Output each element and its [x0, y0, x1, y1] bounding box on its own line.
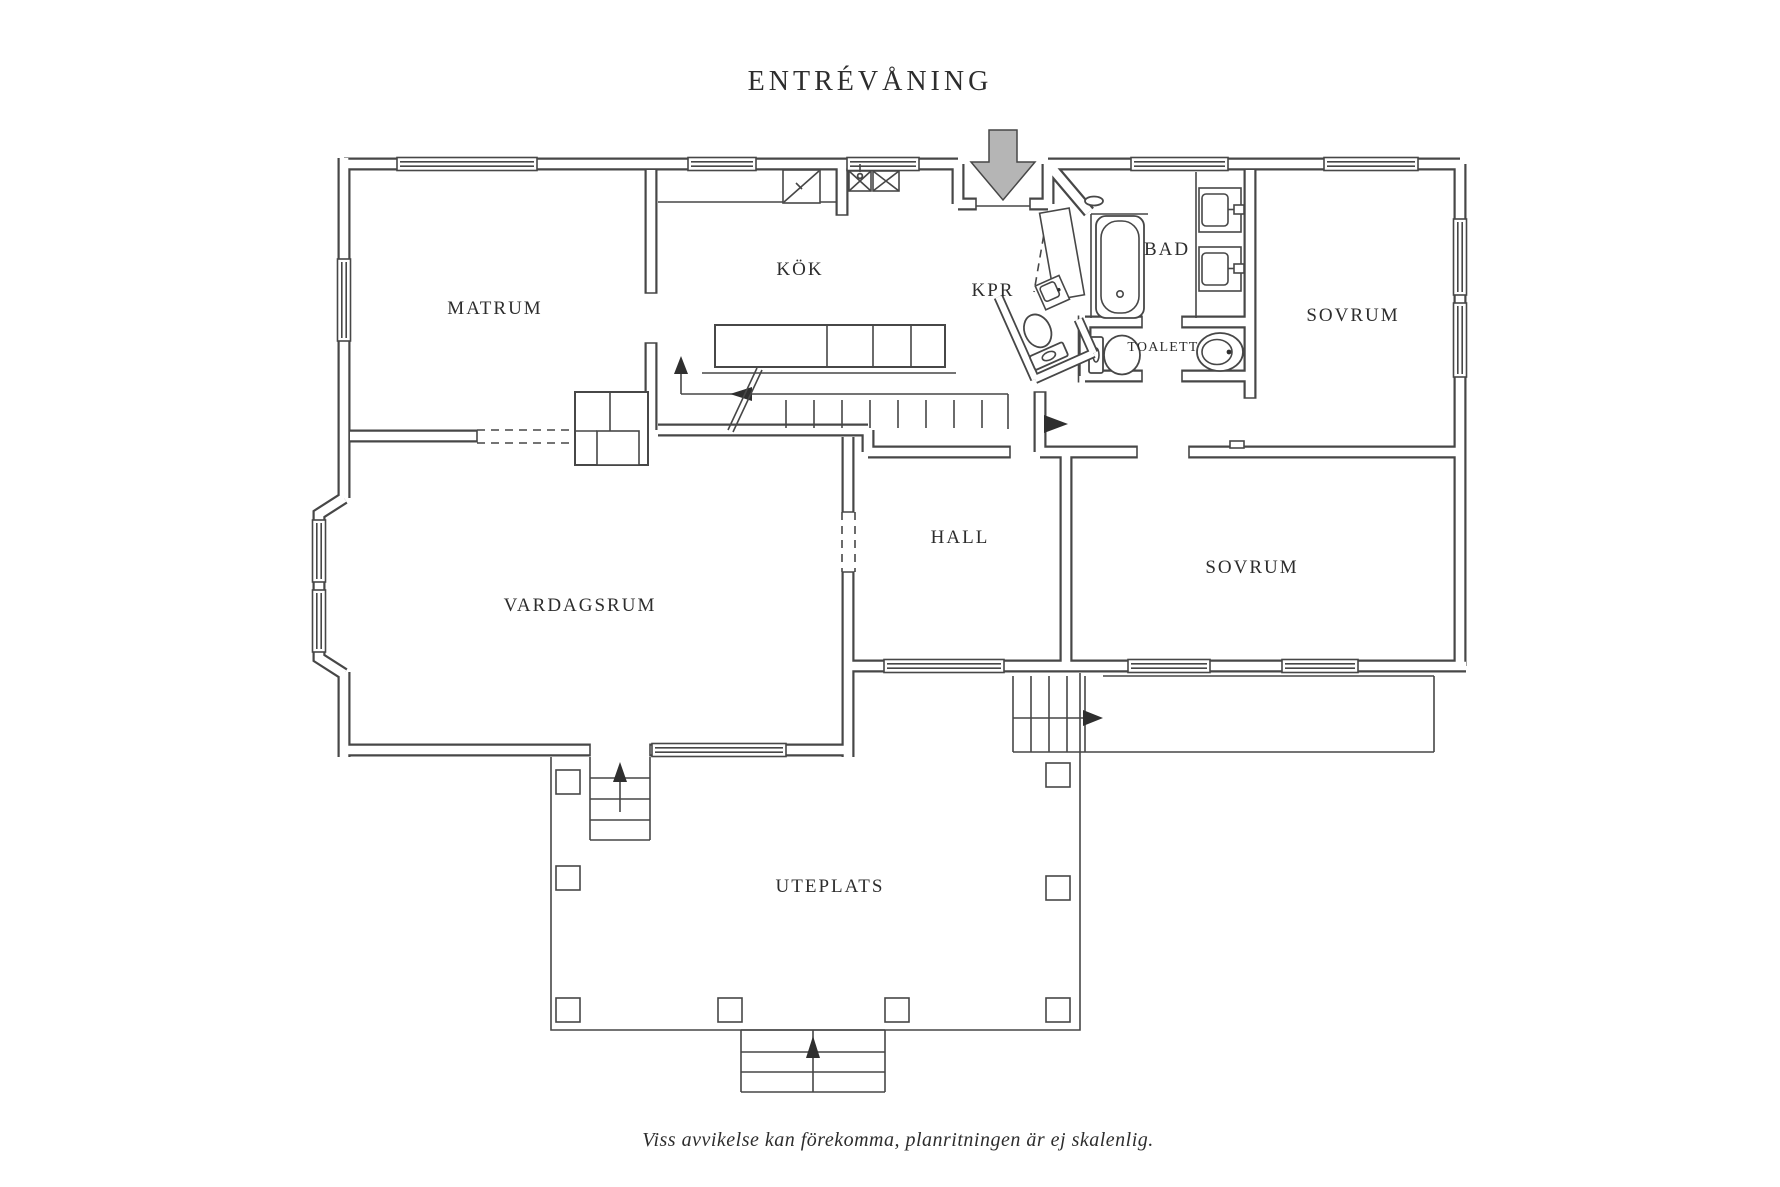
- dashed-openings: [477, 221, 1047, 572]
- toilet-icon: [1023, 313, 1069, 371]
- room-label-sovrum-1: SOVRUM: [1306, 305, 1399, 326]
- window-icon: [1452, 302, 1468, 378]
- window-icon: [1452, 218, 1468, 296]
- pillar: [555, 997, 581, 1023]
- entry-closet: [1038, 207, 1086, 301]
- room-label-sovrum-2: SOVRUM: [1205, 557, 1298, 578]
- window-icon: [651, 742, 787, 758]
- pillar: [555, 865, 581, 891]
- room-label-uteplats: UTEPLATS: [776, 876, 885, 897]
- kitchen-sink-icon: [848, 164, 872, 192]
- door-stop: [1229, 440, 1245, 449]
- window-icon: [1127, 658, 1211, 674]
- kitchen-island: [702, 324, 956, 374]
- corridor-right-arrow-icon: [1044, 415, 1068, 433]
- chimney-block: [574, 391, 649, 466]
- oval-sink-icon: [1196, 332, 1244, 372]
- stair-break-line: [727, 367, 763, 433]
- window-icon: [396, 156, 538, 172]
- stove-icon: [872, 170, 900, 192]
- stair-up-arrow-icon: [674, 356, 688, 374]
- stairs-up-arrow-icon: [806, 1036, 820, 1058]
- opening-hall-vardagsrum: [841, 512, 856, 572]
- room-label-vardagsrum: VARDAGSRUM: [504, 595, 657, 616]
- walkway-outline: [1103, 675, 1435, 753]
- entry-wc: [993, 274, 1099, 384]
- windows: [311, 156, 1468, 758]
- faucet-icon: [1084, 195, 1104, 207]
- room-label-bad: BAD: [1144, 239, 1190, 260]
- pillar: [1045, 997, 1071, 1023]
- window-icon: [1130, 156, 1229, 172]
- room-label-matrum: MATRUM: [447, 298, 542, 319]
- window-icon: [1323, 156, 1419, 172]
- bay-window-icon: [311, 589, 327, 653]
- entry-arrow-icon: [969, 129, 1037, 202]
- exterior-stairs-right: [1012, 675, 1435, 753]
- pillar: [1045, 875, 1071, 901]
- stairs-right-arrow-icon: [1083, 710, 1103, 726]
- window-icon: [336, 258, 352, 342]
- window-icon: [846, 156, 920, 172]
- room-labels: MATRUM KÖK KPR BAD SOVRUM TOALETT HALL S…: [447, 239, 1399, 897]
- patio-bottom-stairs: [740, 1029, 886, 1093]
- stairs-up-arrow-icon: [613, 762, 627, 782]
- window-icon: [883, 658, 1005, 674]
- room-label-kpr: KPR: [972, 280, 1015, 301]
- patio-outline: [550, 673, 1081, 1031]
- room-label-kok: KÖK: [776, 259, 823, 280]
- bay-window-icon: [311, 519, 327, 583]
- bathroom-sink-icon: [1195, 172, 1245, 318]
- door-swing-entry: [1033, 221, 1047, 293]
- staircase-interior: [674, 356, 1009, 433]
- patio-stairs-from-livingroom: [589, 757, 651, 841]
- opening-matrum-vardagsrum: [477, 429, 570, 444]
- corner-sink-icon: [1034, 274, 1071, 311]
- window-icon: [687, 156, 757, 172]
- stair-walk-line: [680, 374, 1008, 395]
- room-label-hall: HALL: [931, 527, 990, 548]
- bathtub-icon: [1095, 215, 1145, 319]
- disclaimer-note: Viss avvikelse kan förekomma, planritnin…: [642, 1129, 1154, 1151]
- kitchen-fixtures: [658, 164, 956, 374]
- pillar: [884, 997, 910, 1023]
- stair-treads: [785, 394, 1009, 429]
- room-label-toalett: TOALETT: [1127, 340, 1198, 355]
- window-icon: [1281, 658, 1359, 674]
- pillar: [1045, 762, 1071, 788]
- pillar: [555, 769, 581, 795]
- bathroom-sink-icon: [1198, 246, 1245, 292]
- dishwasher-icon: [782, 169, 821, 204]
- page-title: ENTRÉVÅNING: [748, 66, 993, 97]
- bathroom-fixtures: [1084, 172, 1245, 319]
- tub-alcove: [1090, 213, 1148, 318]
- patio-pillars: [555, 762, 1071, 1023]
- pillar: [717, 997, 743, 1023]
- patio: [550, 673, 1081, 1093]
